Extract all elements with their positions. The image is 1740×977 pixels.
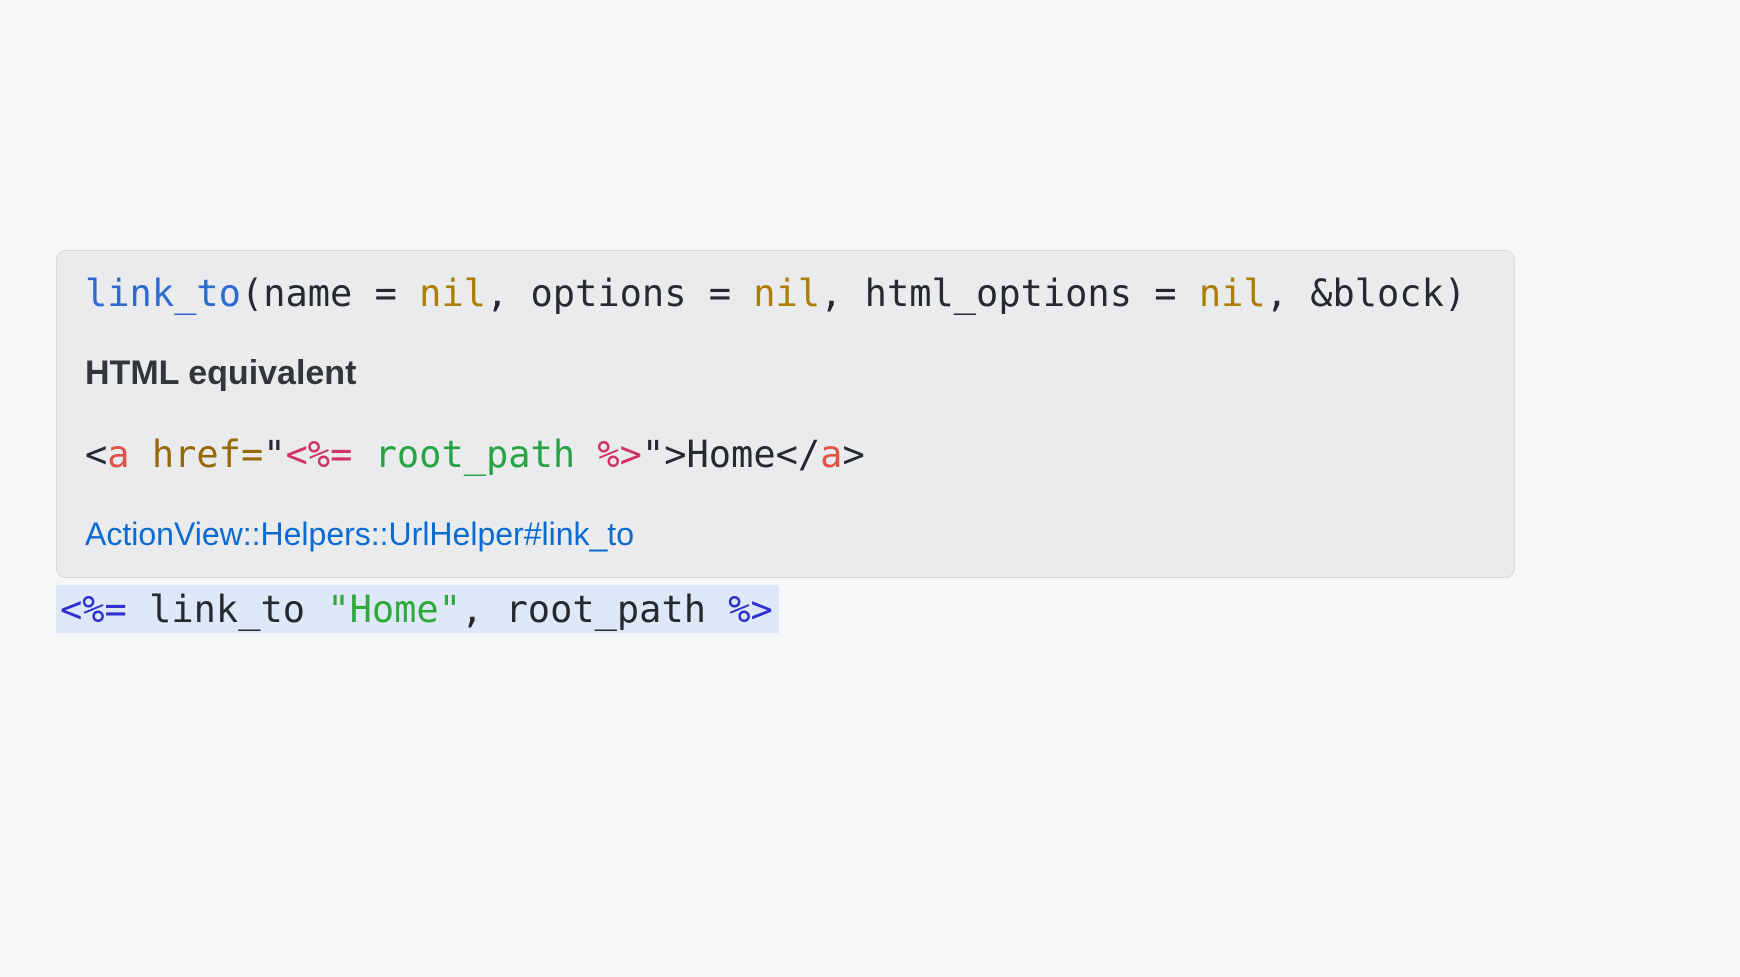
- code-token-green: root_path: [352, 432, 598, 476]
- code-token-tag: a: [820, 432, 843, 476]
- code-token-plain: >Home</: [664, 432, 821, 476]
- hover-tooltip: link_to(name = nil, options = nil, html_…: [56, 250, 1515, 578]
- code-token-plain: , root_path: [460, 587, 729, 631]
- code-token-plain: , html_options =: [820, 271, 1199, 315]
- code-token-plain: ": [641, 432, 665, 476]
- html-equivalent-heading: HTML equivalent: [85, 354, 357, 393]
- code-token-plain: >: [842, 432, 865, 476]
- code-token-plain: <: [85, 432, 108, 476]
- code-token-string: "Home": [327, 587, 461, 631]
- code-token-plain: link_to: [126, 587, 328, 631]
- editor-code-line[interactable]: <%= link_to "Home", root_path %>: [56, 585, 779, 633]
- code-token-tag: a: [107, 432, 130, 476]
- method-signature: link_to(name = nil, options = nil, html_…: [85, 253, 1486, 334]
- doc-link-urlhelper-link-to[interactable]: ActionView::Helpers::UrlHelper#link_to: [85, 516, 634, 553]
- code-token-const: nil: [1198, 271, 1266, 315]
- code-token-plain: (name =: [240, 271, 420, 315]
- html-equivalent-code: <a href="<%= root_path %>">Home</a>: [85, 414, 1486, 495]
- code-token-plain: [130, 436, 152, 473]
- code-token-erbline: %>: [728, 587, 773, 631]
- code-token-plain: ": [263, 432, 286, 476]
- code-token-erbline: <%=: [60, 587, 127, 631]
- code-token-func: link_to: [85, 271, 241, 315]
- code-token-const: nil: [753, 271, 821, 315]
- code-token-erb: <%=: [285, 432, 353, 476]
- code-token-erb: %>: [597, 432, 642, 476]
- code-token-plain: , options =: [485, 271, 754, 315]
- code-token-plain: , &block): [1265, 271, 1467, 315]
- code-token-const: nil: [419, 271, 486, 315]
- code-token-attr: href=: [151, 432, 264, 476]
